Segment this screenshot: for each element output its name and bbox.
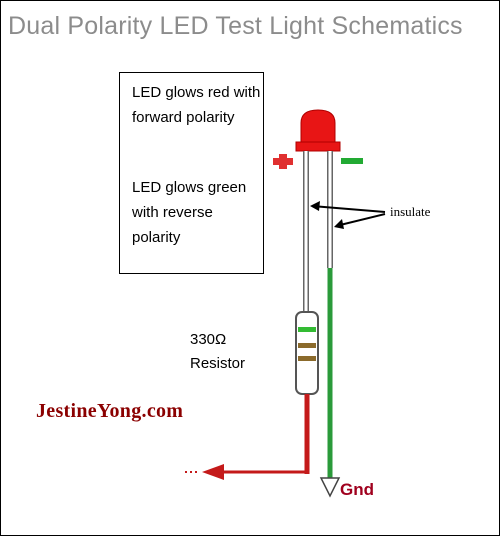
red-arrow-head [202, 464, 224, 480]
brand-watermark: JestineYong.com [36, 400, 184, 422]
reverse-polarity-note: LED glows green with reverse polarity [132, 179, 247, 246]
resistor-band-brown-1 [298, 343, 316, 348]
pointer-right-head [334, 219, 344, 229]
resistor-name-label: Resistor [190, 355, 246, 372]
pointer-right [335, 213, 386, 227]
pointer-left-head [310, 201, 320, 211]
insulate-label: insulate [390, 204, 431, 219]
resistor-330 [295, 311, 319, 395]
forward-polarity-note: LED glows red with forward polarity [132, 84, 261, 126]
diagram-title: Dual Polarity LED Test Light Schematics [8, 12, 463, 40]
insulate-pointers [310, 201, 386, 229]
pointer-left [311, 205, 386, 213]
resistor-band-brown-2 [298, 356, 316, 361]
minus-marker-green [341, 158, 363, 164]
gnd-label: Gnd [340, 480, 374, 499]
resistor-value-label: 330Ω [190, 331, 227, 348]
resistor-body [295, 311, 319, 395]
resistor-band-green [298, 327, 316, 332]
led [295, 109, 341, 152]
note-box: LED glows red with forward polarity LED … [119, 72, 264, 274]
plus-marker-vertical [279, 154, 287, 169]
led-dome [300, 109, 336, 146]
led-flange [295, 141, 341, 152]
ground-arrow [319, 477, 341, 498]
